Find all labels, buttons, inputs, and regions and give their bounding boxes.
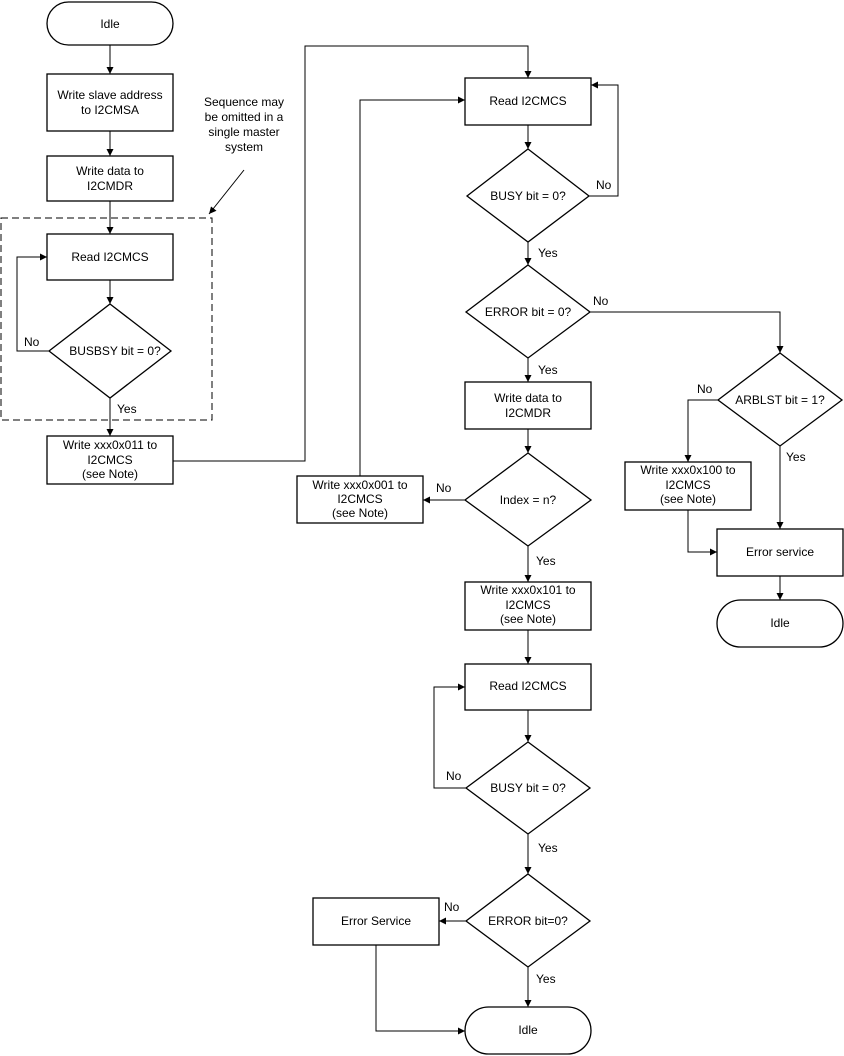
arrowhead-read-a-to-busbsy (106, 297, 114, 304)
write-slave-address-line-2: to I2CMSA (81, 103, 139, 117)
connector-001-to-read-b (359, 99, 465, 476)
annotation-line-2: be omitted in a (205, 110, 284, 124)
write-data-first-line-2: I2CMDR (87, 179, 133, 193)
annotation-line-4: system (225, 140, 263, 154)
connector-busbsy-no-loop (16, 256, 49, 352)
index-decision-label: Index = n? (500, 493, 557, 507)
busbsy-decision-label: BUSBSY bit = 0? (69, 344, 161, 358)
label-busbsy-no: No (24, 335, 40, 349)
label-busy-c-no: No (446, 769, 462, 783)
write-slave-address-box (46, 73, 174, 132)
arrowhead-101-to-read-c (524, 657, 532, 664)
error-service-c-box (312, 897, 440, 946)
write-101-line-2: I2CMCS (505, 598, 550, 612)
arrowhead-slave-to-data (106, 149, 114, 156)
optional-sequence-frame (0, 217, 213, 421)
arblst-decision-label: ARBLST bit = 1? (735, 393, 825, 407)
read-i2cmcs-b-box (464, 77, 592, 126)
connector-100-to-error-service (687, 510, 717, 553)
label-index-yes: Yes (536, 554, 556, 568)
arrowhead-arblst-yes (776, 522, 784, 529)
label-error-b-no: No (593, 294, 609, 308)
arrowhead-error-c-no (439, 917, 446, 925)
busy-decision-c-label: BUSY bit = 0? (490, 781, 566, 795)
label-busy-b-yes: Yes (538, 246, 558, 260)
label-error-b-yes: Yes (538, 363, 558, 377)
error-service-r-box (716, 528, 844, 577)
arrowhead-error-service-c-to-idle (458, 1027, 465, 1035)
arrowhead-data-to-read-a (106, 227, 114, 234)
write-101-line-3: (see Note) (500, 612, 556, 626)
connector-011-to-read-b (173, 45, 529, 462)
write-data-first-line-1: Write data to (76, 164, 144, 178)
label-error-c-yes: Yes (536, 972, 556, 986)
arrowhead-error-b-yes (524, 375, 532, 382)
write-slave-address-line-1: Write slave address (57, 88, 162, 102)
arrowhead-001-to-read-b (458, 96, 465, 104)
error-decision-c-label: ERROR bit=0? (488, 914, 568, 928)
label-busy-c-yes: Yes (538, 841, 558, 855)
write-100-line-3: (see Note) (660, 492, 716, 506)
label-error-c-no: No (444, 900, 460, 914)
write-001-line-2: I2CMCS (337, 492, 382, 506)
label-busbsy-yes: Yes (117, 402, 137, 416)
label-arblst-no: No (697, 382, 713, 396)
write-001-line-3: (see Note) (332, 506, 388, 520)
write-001-box (296, 475, 424, 524)
write-011-line-1: Write xxx0x011 to (63, 438, 158, 452)
arrowhead-011-to-read-b (524, 71, 532, 78)
connector-error-service-c-to-idle (375, 945, 465, 1032)
arrowhead-idle-to-slave (106, 67, 114, 74)
connector-busy-c-no-loop (433, 686, 466, 789)
idle-start-label: Idle (100, 17, 120, 31)
arrowhead-error-c-yes (524, 1000, 532, 1007)
arrowhead-read-c-to-busy (524, 735, 532, 742)
error-decision-b-label: ERROR bit = 0? (485, 305, 572, 319)
error-service-r-label: Error service (746, 545, 814, 559)
write-data-loop-line-2: I2CMDR (505, 406, 551, 420)
write-100-line-2: I2CMCS (665, 478, 710, 492)
label-index-no: No (436, 481, 452, 495)
arrowhead-busy-b-no-loop (591, 81, 598, 89)
read-i2cmcs-a-label: Read I2CMCS (71, 250, 148, 264)
write-101-line-1: Write xxx0x101 to (480, 583, 575, 597)
read-i2cmcs-c-label: Read I2CMCS (489, 679, 566, 693)
arrowhead-error-service-r-to-idle (776, 593, 784, 600)
read-i2cmcs-b-label: Read I2CMCS (489, 94, 566, 108)
write-100-box (624, 461, 752, 511)
arrowhead-error-b-no (776, 346, 784, 353)
idle-end-c-label: Idle (518, 1023, 538, 1037)
arrowhead-busy-c-yes (524, 867, 532, 874)
idle-end-r-label: Idle (770, 616, 790, 630)
write-001-line-1: Write xxx0x001 to (312, 478, 407, 492)
connector-arblst-no (687, 399, 718, 462)
connector-error-b-no (590, 311, 781, 353)
arrowhead-index-yes (524, 575, 532, 582)
write-011-line-3: (see Note) (82, 467, 138, 481)
write-011-line-2: I2CMCS (87, 453, 132, 467)
arrowhead-data-loop-to-index (524, 446, 532, 453)
annotation-line-3: single master (208, 125, 279, 139)
arrowhead-arblst-no (684, 455, 692, 462)
arrowhead-100-to-error-service (710, 548, 717, 556)
arrowhead-annotation-pointer (209, 206, 217, 214)
arrowhead-index-no (423, 496, 430, 504)
arrowhead-busy-b-yes (524, 258, 532, 265)
write-data-loop-line-1: Write data to (494, 391, 562, 405)
annotation-line-1: Sequence may (204, 95, 284, 109)
connector-busy-b-no-loop (589, 84, 619, 197)
busy-decision-b-label: BUSY bit = 0? (490, 189, 566, 203)
arrowhead-read-b-to-busy (524, 142, 532, 149)
write-011-box (46, 435, 174, 485)
label-busy-b-no: No (596, 178, 612, 192)
arrowhead-busbsy-yes (106, 429, 114, 436)
arrowhead-busbsy-no-loop (40, 253, 47, 261)
connector-annotation-pointer (208, 169, 245, 215)
label-arblst-yes: Yes (786, 450, 806, 464)
write-100-line-1: Write xxx0x100 to (640, 463, 735, 477)
error-service-c-label: Error Service (341, 914, 411, 928)
arrowhead-busy-c-no-loop (458, 683, 465, 691)
